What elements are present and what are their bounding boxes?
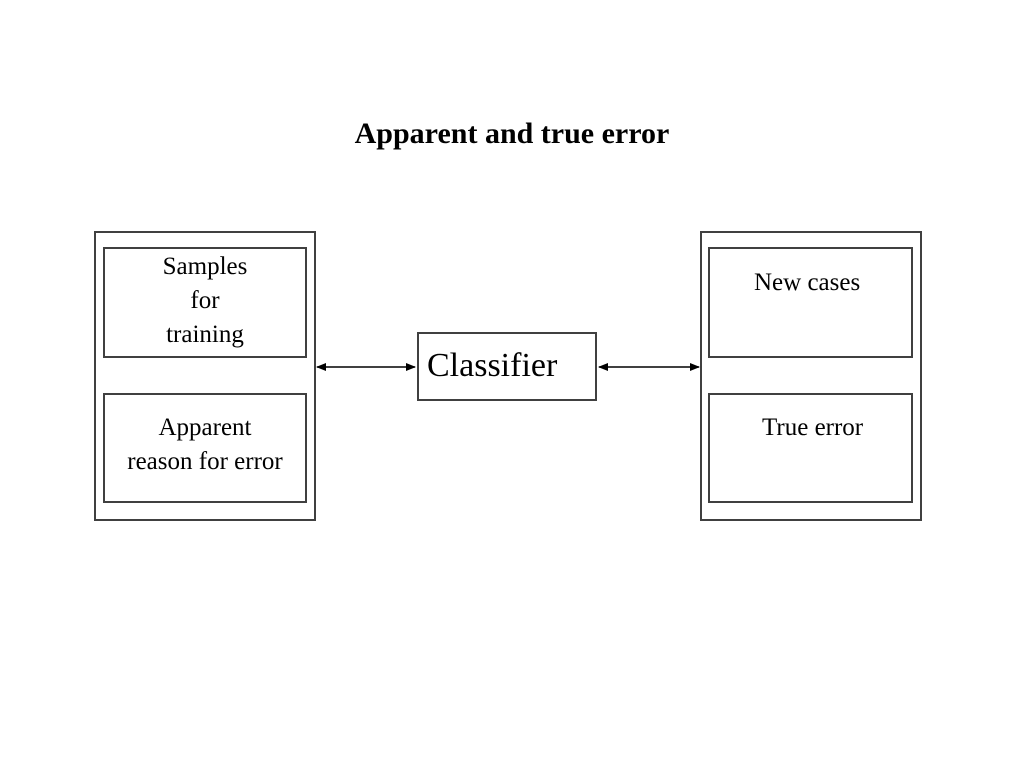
true-error-box	[708, 393, 913, 503]
apparent-line: Apparent	[158, 414, 252, 441]
classifier-box: Classifier	[417, 332, 597, 401]
samples-line: Samples	[162, 253, 248, 280]
true-error-text: True error	[762, 414, 864, 441]
training-line: training	[166, 321, 244, 348]
reason-for-error-line: reason for error	[127, 448, 283, 475]
classifier-label: Classifier	[427, 347, 558, 384]
for-line: for	[190, 287, 220, 314]
apparent-error-text: Apparent reason for error	[103, 411, 307, 479]
samples-for-training-box	[103, 247, 307, 358]
samples-for-training-text: Samples for training	[103, 250, 307, 352]
new-cases-box	[708, 247, 913, 358]
apparent-error-box	[103, 393, 307, 503]
diagram-title: Apparent and true error	[354, 117, 670, 150]
new-cases-text: New cases	[754, 269, 861, 296]
